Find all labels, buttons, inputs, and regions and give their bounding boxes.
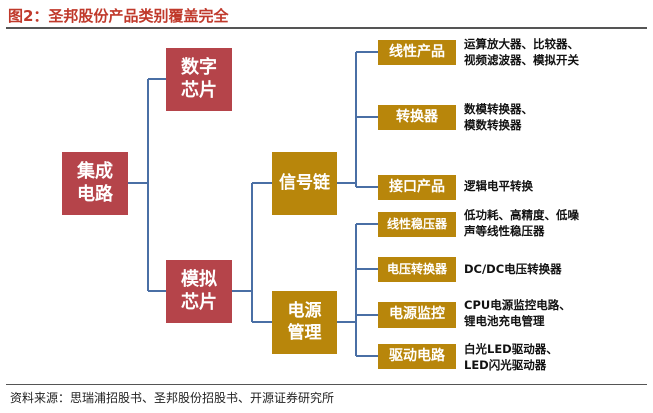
node-power-monitor: 电源监控 bbox=[378, 302, 456, 328]
desc-interface-products: 逻辑电平转换 bbox=[464, 179, 533, 193]
desc-converter: 数模转换器、 模数转换器 bbox=[464, 102, 533, 132]
source-note: 资料来源：思瑞浦招股书、圣邦股份招股书、开源证券研究所 bbox=[10, 391, 335, 405]
top-rule bbox=[6, 27, 647, 29]
desc-linear-products: 运算放大器、比较器、 视频滤波器、模拟开关 bbox=[464, 37, 579, 67]
node-analog-chip: 模拟 芯片 bbox=[166, 260, 232, 323]
node-interface-products: 接口产品 bbox=[378, 175, 456, 200]
desc-linear-regulator: 低功耗、高精度、低噪 声等线性稳压器 bbox=[464, 208, 579, 238]
figure-title: 图2：圣邦股份产品类别覆盖完全 bbox=[8, 7, 229, 25]
node-digital-chip: 数字 芯片 bbox=[166, 48, 232, 111]
node-linear-regulator: 线性稳压器 bbox=[378, 212, 456, 237]
bottom-rule bbox=[6, 384, 647, 385]
node-converter: 转换器 bbox=[378, 105, 456, 130]
desc-driver-circuit: 白光LED驱动器、 LED闪光驱动器 bbox=[464, 342, 558, 372]
desc-voltage-converter: DC/DC电压转换器 bbox=[464, 262, 562, 276]
desc-power-monitor: CPU电源监控电路、 锂电池充电管理 bbox=[464, 298, 571, 328]
node-linear-products: 线性产品 bbox=[378, 40, 456, 65]
node-signal-chain: 信号链 bbox=[272, 152, 337, 215]
node-driver-circuit: 驱动电路 bbox=[378, 344, 456, 369]
node-power-management: 电源 管理 bbox=[272, 291, 337, 354]
node-integrated-circuit: 集成 电路 bbox=[62, 152, 128, 215]
node-voltage-converter: 电压转换器 bbox=[378, 257, 456, 282]
